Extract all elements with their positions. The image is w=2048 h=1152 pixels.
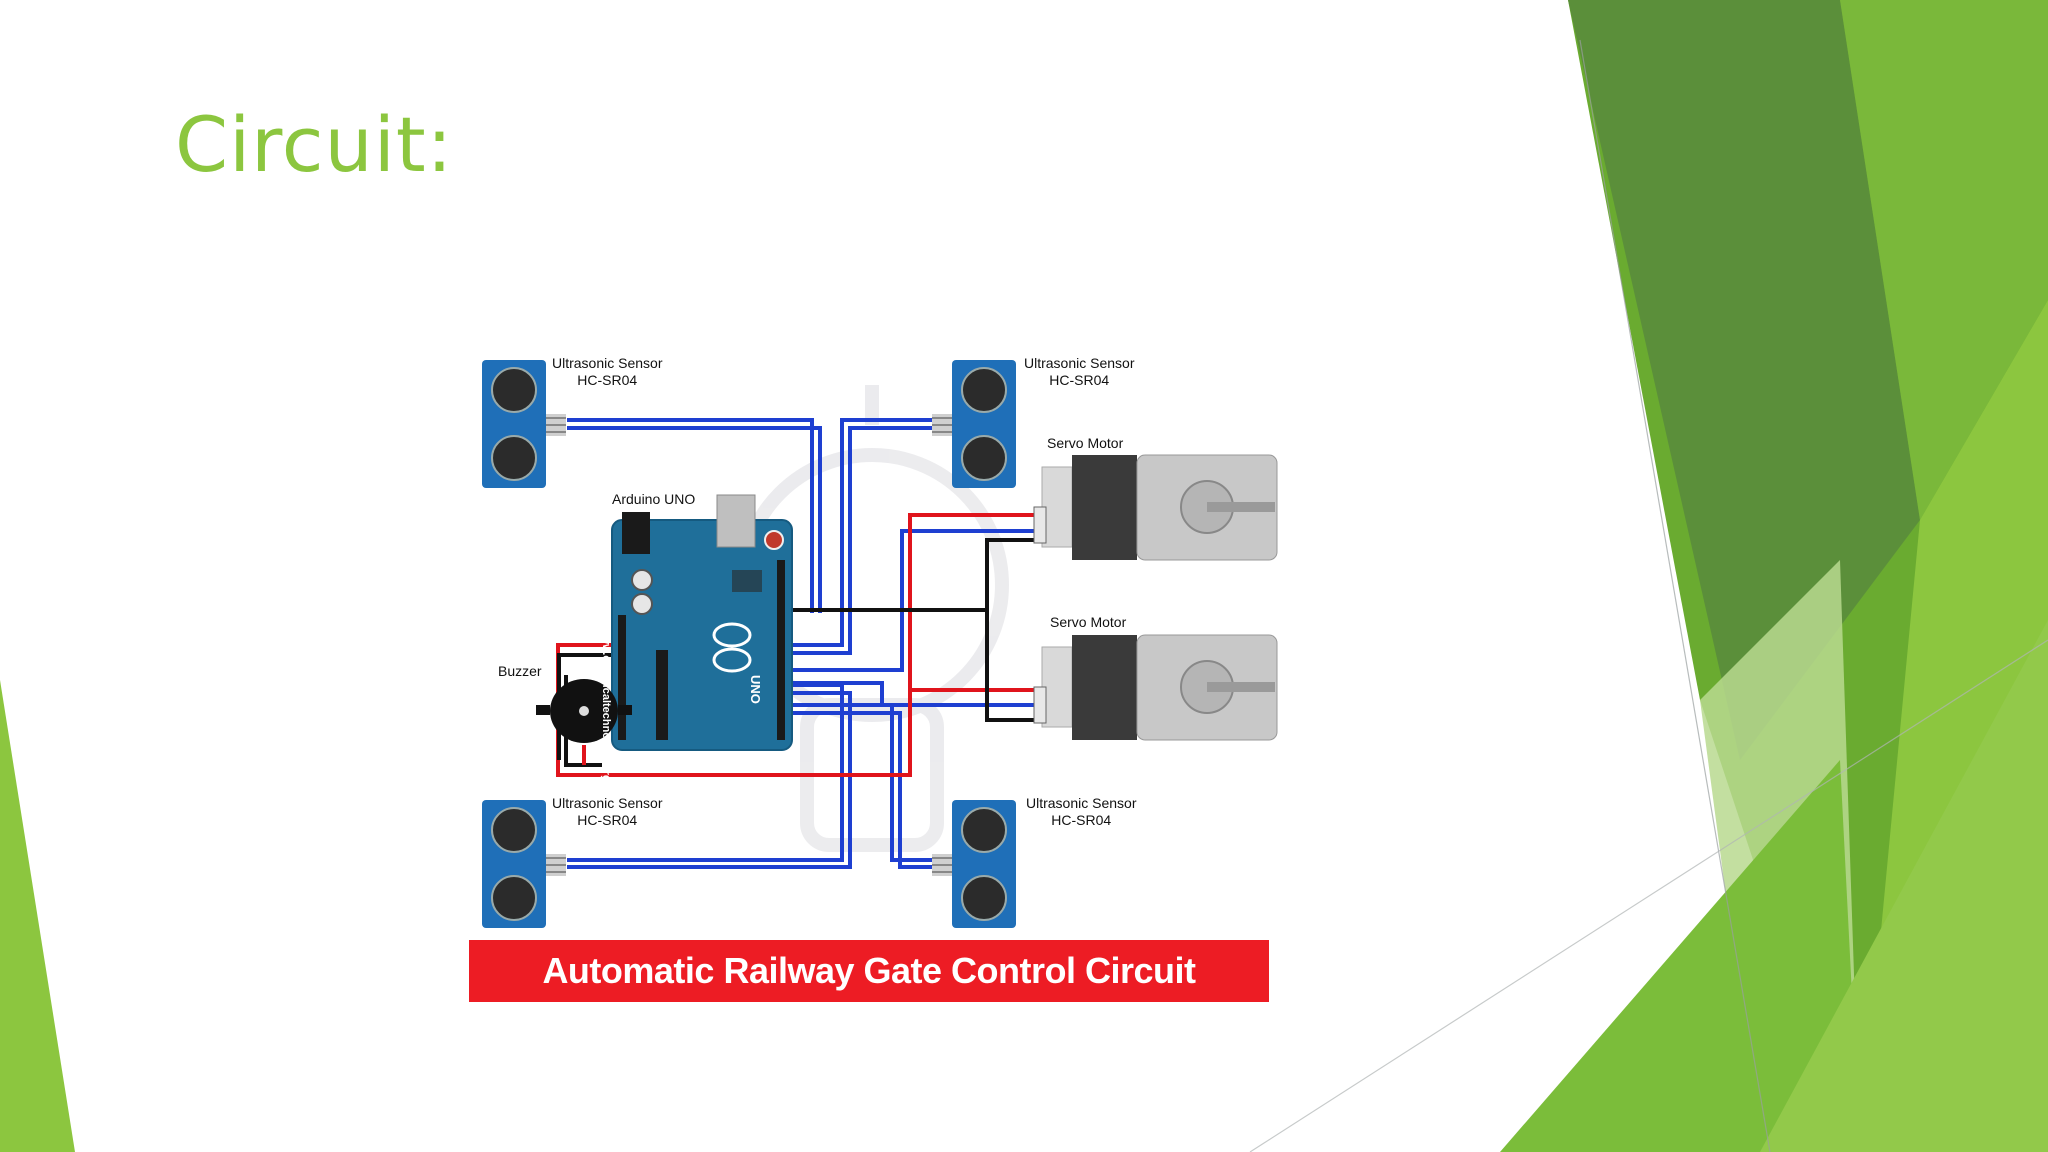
sensor-label-top-left: Ultrasonic Sensor HC-SR04 [552,355,663,389]
wire-servo-ground [782,538,1042,722]
circuit-diagram [482,360,1278,928]
servo-label-bottom: Servo Motor [1050,614,1127,630]
sensor-label-bottom-right: Ultrasonic Sensor HC-SR04 [1026,795,1137,829]
sensor-name: Ultrasonic Sensor [552,355,663,371]
servo-motor-top [1033,454,1278,561]
slide-title: Circuit: [175,100,454,189]
arduino-logo-text: UNO [748,675,763,704]
sensor-name: Ultrasonic Sensor [1026,795,1137,811]
wire-sensor-top-left [567,418,822,613]
ultrasonic-sensor-bottom-left [482,800,566,928]
accent-line-2 [1249,639,2048,1152]
sensor-model: HC-SR04 [577,372,638,388]
right-shape-light-top [1840,0,2048,520]
sensor-model: HC-SR04 [1051,812,1112,828]
sensor-label-top-right: Ultrasonic Sensor HC-SR04 [1024,355,1135,389]
wire-sensor-bottom-right [792,703,937,869]
wire-servo-power [556,513,1042,777]
circuit-figure: Ultrasonic Sensor HC-SR04 Ultrasonic Sen… [462,345,1282,1010]
arduino-uno-board [611,494,793,751]
usb-port [716,494,756,548]
arduino-website-text: www.electricaltechnology.org [600,627,612,782]
diagram-caption: Automatic Railway Gate Control Circuit [469,940,1269,1002]
sensor-name: Ultrasonic Sensor [552,795,663,811]
right-shape-bottom [1500,760,1860,1152]
buzzer-component [536,679,632,743]
power-jack [622,512,650,554]
wire-servo-signal [792,529,1042,707]
arduino-label: Arduino UNO [612,491,696,507]
sensor-model: HC-SR04 [1049,372,1110,388]
ultrasonic-sensor-bottom-right [932,800,1016,928]
wire-sensor-top-right [792,418,937,655]
servo-motor-bottom [1033,634,1278,741]
accent-line-1 [1579,39,1771,1152]
reset-button [764,530,784,550]
ultrasonic-sensor-top-right [932,360,1016,488]
servo-label-top: Servo Motor [1047,435,1124,451]
left-accent-shape [0,680,75,1152]
buzzer-label: Buzzer [498,663,542,679]
sensor-model: HC-SR04 [577,812,638,828]
sensor-label-bottom-left: Ultrasonic Sensor HC-SR04 [552,795,663,829]
wires [556,418,1042,869]
sensor-name: Ultrasonic Sensor [1024,355,1135,371]
ultrasonic-sensor-top-left [482,360,566,488]
right-shape-bottom-light [1760,620,2048,1152]
